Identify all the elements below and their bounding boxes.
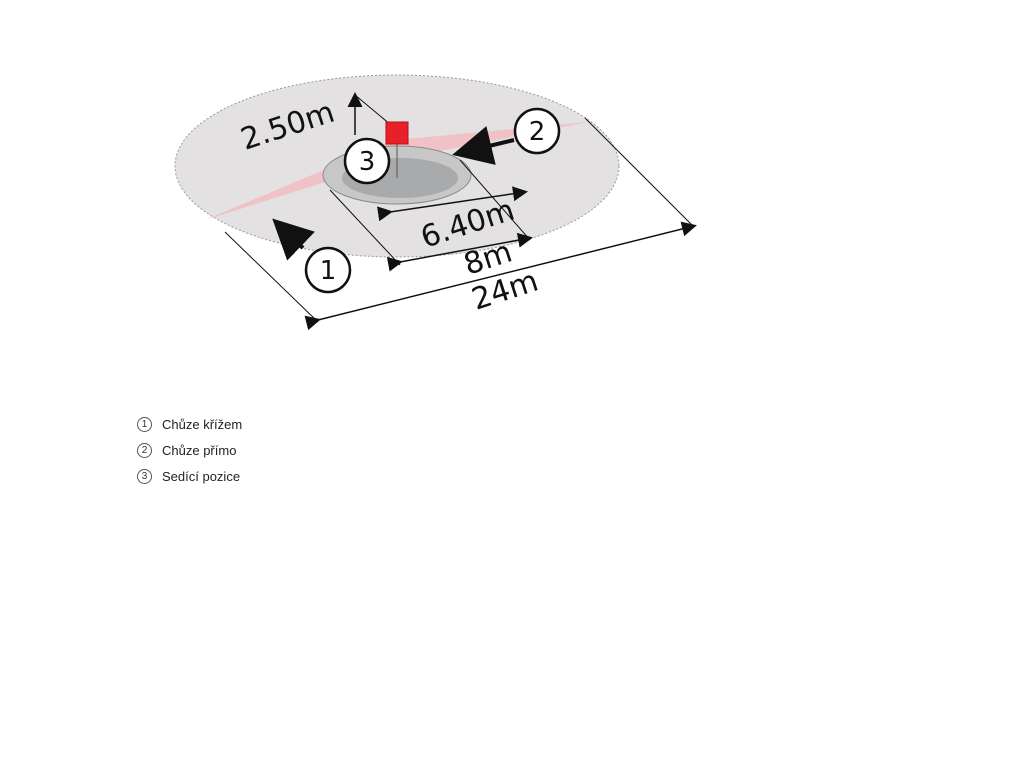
legend-item: 1 Chůze křížem: [137, 411, 242, 437]
detection-range-diagram: 2.50m 6.40m 8m 24m 1 2 3: [174, 74, 697, 331]
legend-label: Sedící pozice: [162, 468, 241, 484]
legend-number: 3: [137, 468, 152, 484]
outer-diameter-line: [304, 221, 697, 331]
cross-walk-arrow: [272, 218, 315, 261]
inner-diameter-line: [377, 186, 528, 222]
legend-item: 2 Chůze přímo: [137, 437, 242, 463]
callout-3-label: 3: [359, 147, 376, 177]
callout-3-circle: [343, 137, 391, 185]
callout-1-label: 1: [320, 256, 337, 286]
callout-1-circle: [304, 246, 352, 294]
outer-ext-left: [224, 231, 319, 323]
callout-2-label: 2: [529, 117, 546, 147]
legend: 1 Chůze křížem 2 Chůze přímo 3 Sedící po…: [137, 411, 242, 489]
legend-label: Chůze křížem: [162, 416, 243, 432]
legend-item: 3 Sedící pozice: [137, 463, 242, 489]
legend-number: 1: [137, 416, 152, 432]
sensor-icon: [385, 121, 409, 145]
legend-number: 2: [137, 442, 152, 458]
legend-label: Chůze přímo: [162, 442, 237, 458]
straight-walk-arrow: [452, 126, 515, 165]
callout-2-circle: [513, 107, 561, 155]
outer-ext-right: [584, 117, 693, 226]
